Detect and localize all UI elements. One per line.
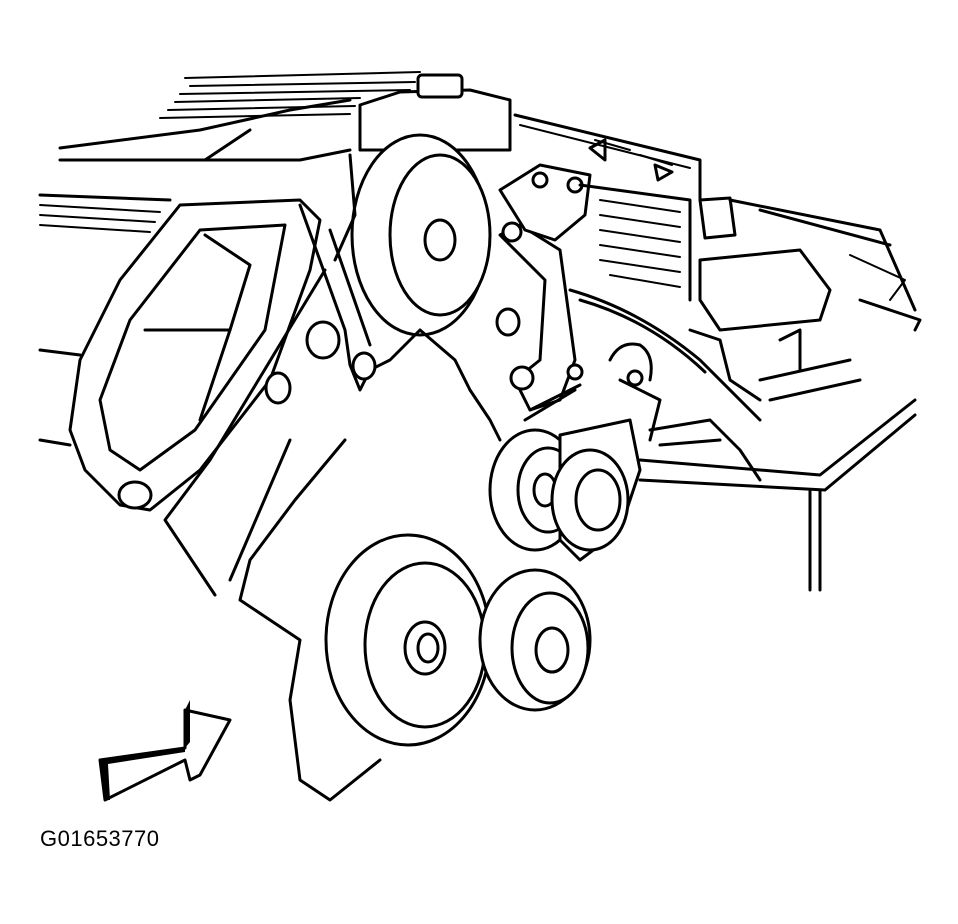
frame-rail	[638, 358, 917, 592]
intake-manifold	[38, 71, 702, 233]
figure-id-label: G01653770	[40, 826, 160, 851]
view-direction-arrow	[98, 700, 232, 802]
crankshaft-pulley	[324, 533, 492, 747]
ac-compressor-pulley	[550, 418, 642, 562]
belt-tensioner	[498, 163, 592, 422]
front-cover	[163, 153, 521, 802]
power-steering-pump	[350, 73, 512, 337]
wiring-harness	[568, 288, 802, 442]
valve-cover-left	[38, 198, 322, 512]
alternator	[578, 183, 922, 332]
water-pump-pulley	[478, 568, 592, 712]
